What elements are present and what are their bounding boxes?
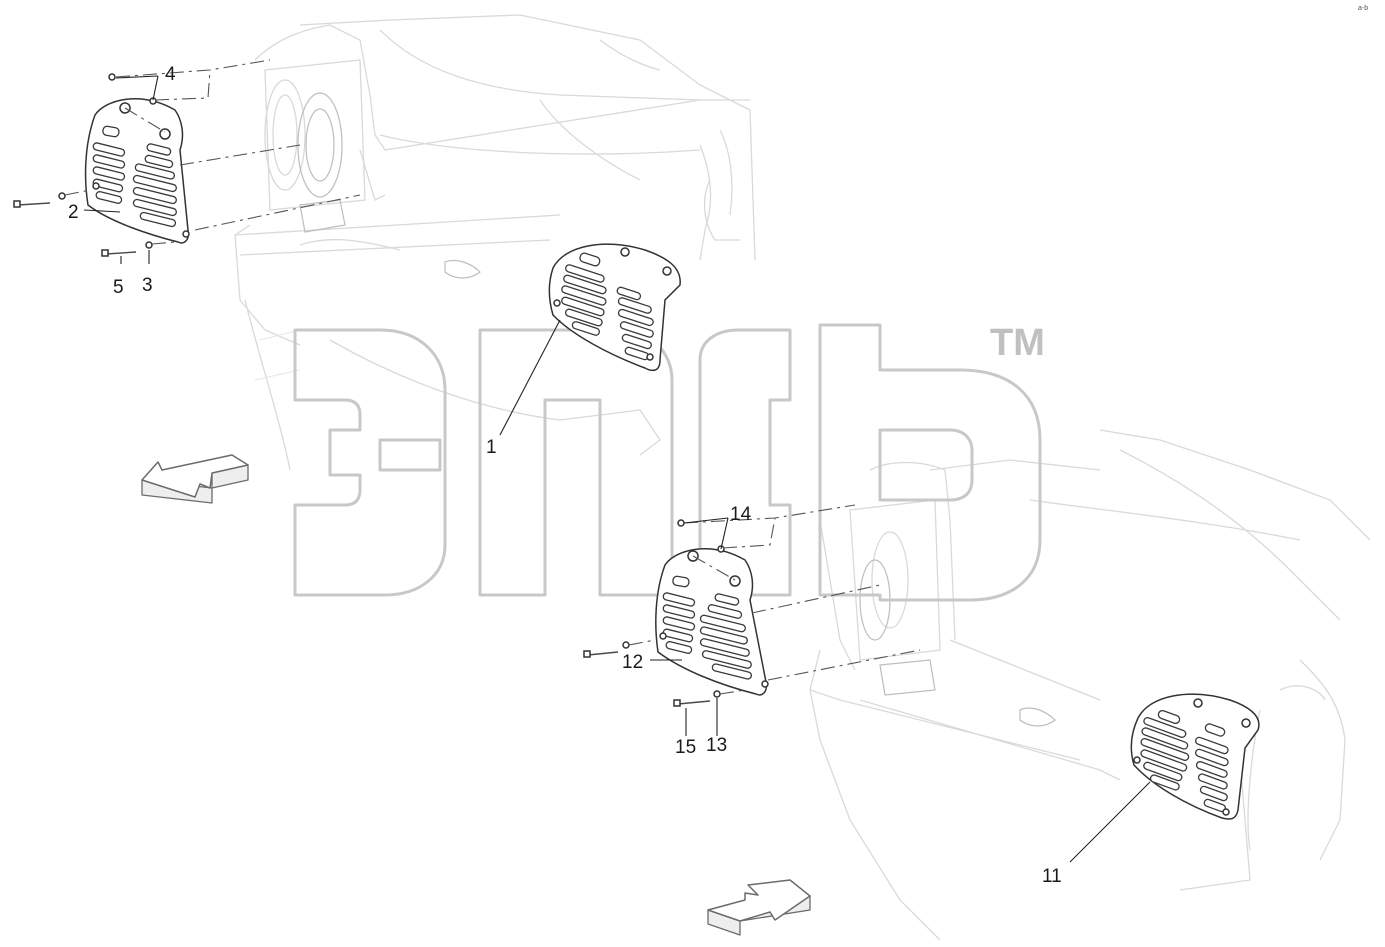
callout-14: 14 [730,504,752,525]
callout-12: 12 [622,652,643,673]
callout-13: 13 [706,735,727,756]
callout-5: 5 [113,277,124,298]
callout-2: 2 [68,202,79,223]
vehicle-body-outline-lower [809,429,1371,941]
leader-lines [83,75,1151,863]
speaker-grille-installed-1 [548,243,681,372]
watermark-logo [293,323,1042,602]
speaker-grille-installed-11 [1130,693,1260,820]
alignment-lines-upper [64,59,361,245]
speaker-grille-upper-detached [84,98,190,244]
callout-11: 11 [1042,866,1062,887]
fasteners-upper [13,73,157,257]
fasteners-lower [583,519,725,707]
callout-15: 15 [675,737,696,758]
callout-1: 1 [486,437,497,458]
direction-arrow-upper [141,454,249,504]
corner-mark: a-b [1358,5,1368,12]
direction-arrow-lower [707,879,811,936]
alignment-lines-lower [628,504,921,695]
vehicle-body-outline-upper [234,14,756,471]
trademark-mark: TM [990,322,1045,364]
speaker-grille-lower-detached [655,548,769,696]
callout-3: 3 [142,275,153,296]
callout-4: 4 [165,64,176,85]
